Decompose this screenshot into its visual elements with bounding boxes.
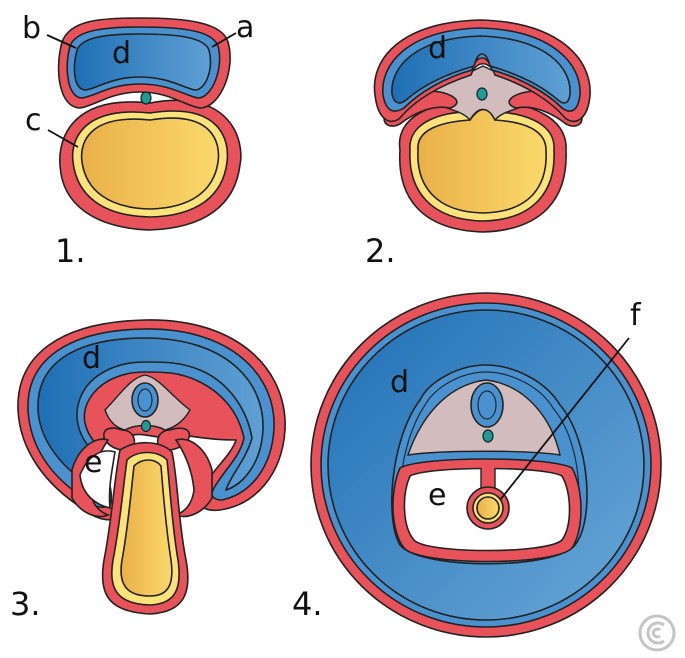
stage-4-diagram [311, 293, 661, 637]
label-a: a [236, 10, 254, 45]
label-d-stage-4: d [390, 365, 409, 400]
stage-number-1: 1. [55, 232, 86, 270]
label-f: f [630, 298, 642, 333]
stage-2-diagram [374, 20, 590, 232]
stage-number-4: 4. [292, 585, 323, 623]
label-d-stage-3: d [82, 341, 101, 376]
stage-3-diagram [18, 320, 285, 614]
stage-number-3: 3. [10, 585, 41, 623]
label-c: c [25, 103, 42, 138]
label-e-stage-4: e [428, 478, 446, 513]
label-e-stage-3: e [84, 445, 102, 480]
stage-number-2: 2. [365, 232, 396, 270]
copyright-style-logo-icon [640, 616, 674, 650]
label-d-stage-1: d [112, 36, 131, 71]
stage-1-diagram [59, 18, 241, 230]
label-d-stage-2: d [428, 31, 447, 66]
label-b: b [22, 11, 41, 46]
